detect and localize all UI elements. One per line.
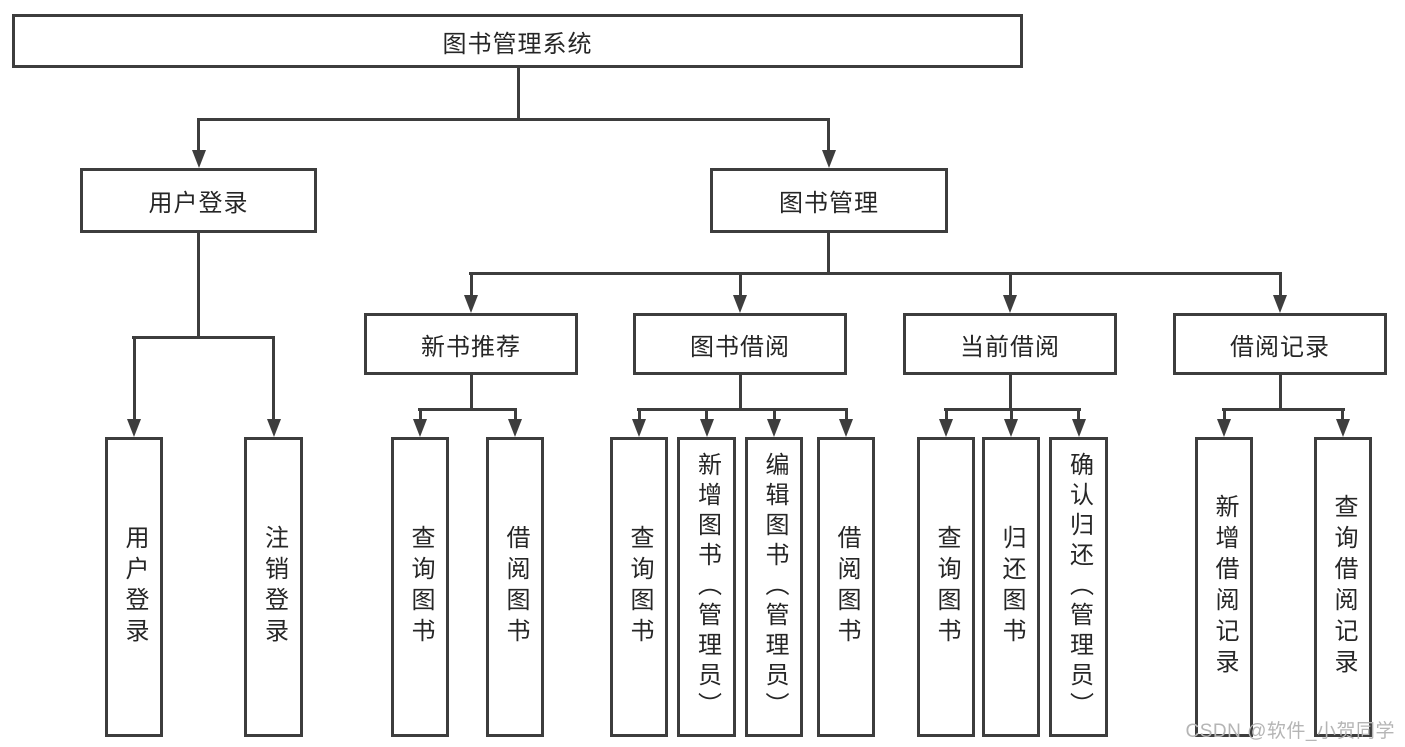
connector-drop-book-mgmt	[827, 118, 830, 156]
connector-book-borrow-stem	[739, 375, 742, 410]
connector-drop-book-borrow	[739, 272, 742, 302]
arrowhead-new-book	[464, 295, 478, 313]
connector-drop-leaf-add-record	[1223, 408, 1226, 425]
connector-drop-leaf-query-record	[1341, 408, 1344, 425]
arrowhead-current-borrow	[1003, 295, 1017, 313]
arrowhead-leaf-borrow1	[508, 419, 522, 437]
leaf-return-book: 归还图书	[982, 437, 1040, 737]
node-borrow-records: 借阅记录	[1173, 313, 1387, 375]
arrowhead-leaf-query-record	[1336, 419, 1350, 437]
connector-book-borrow-bar	[637, 408, 848, 411]
leaf-query-books-2: 查询图书	[610, 437, 668, 737]
arrowhead-book-borrow	[733, 295, 747, 313]
connector-drop-leaf-confirm	[1077, 408, 1080, 425]
arrowhead-user-login	[192, 150, 206, 168]
connector-current-borrow-stem	[1009, 375, 1012, 410]
connector-level2-bar	[197, 118, 830, 121]
leaf-query-books-3: 查询图书	[917, 437, 975, 737]
node-new-book-rec: 新书推荐	[364, 313, 578, 375]
node-book-borrow: 图书借阅	[633, 313, 847, 375]
connector-borrow-record-bar	[1222, 408, 1345, 411]
leaf-user-login: 用户登录	[105, 437, 163, 737]
node-user-login: 用户登录	[80, 168, 317, 233]
arrowhead-book-mgmt	[822, 150, 836, 168]
connector-drop-user-login	[197, 118, 200, 156]
leaf-add-borrow-record: 新增借阅记录	[1195, 437, 1253, 737]
connector-drop-leaf-borrow2	[845, 408, 848, 425]
connector-new-book-bar	[418, 408, 517, 411]
connector-drop-current-borrow	[1009, 272, 1012, 302]
arrowhead-leaf-login	[127, 419, 141, 437]
connector-drop-leaf-logout	[272, 336, 275, 426]
arrowhead-borrow-record	[1273, 295, 1287, 313]
connector-drop-leaf-query3	[945, 408, 948, 425]
leaf-borrow-books-2: 借阅图书	[817, 437, 875, 737]
arrowhead-leaf-borrow2	[839, 419, 853, 437]
arrowhead-leaf-confirm	[1072, 419, 1086, 437]
leaf-edit-book-admin: 编辑图书（管理员）	[745, 437, 803, 737]
connector-drop-leaf-query2	[638, 408, 641, 425]
arrowhead-leaf-return	[1004, 419, 1018, 437]
arrowhead-leaf-logout	[267, 419, 281, 437]
connector-drop-leaf-query1	[419, 408, 422, 425]
leaf-query-books-1: 查询图书	[391, 437, 449, 737]
watermark: CSDN @软件_小贺同学	[1185, 721, 1395, 742]
connector-root-stem	[517, 68, 520, 118]
connector-borrow-record-stem	[1279, 375, 1282, 410]
connector-drop-borrow-record	[1279, 272, 1282, 302]
node-current-borrow: 当前借阅	[903, 313, 1117, 375]
connector-book-mgmt-stem	[827, 233, 830, 274]
leaf-borrow-books-1: 借阅图书	[486, 437, 544, 737]
leaf-logout: 注销登录	[244, 437, 303, 737]
node-root: 图书管理系统	[12, 14, 1023, 68]
node-book-mgmt: 图书管理	[710, 168, 948, 233]
connector-drop-leaf-return	[1010, 408, 1013, 425]
connector-user-login-bar	[132, 336, 275, 339]
connector-drop-leaf-add-book	[705, 408, 708, 425]
arrowhead-leaf-query3	[939, 419, 953, 437]
leaf-query-borrow-record: 查询借阅记录	[1314, 437, 1372, 737]
connector-new-book-stem	[470, 375, 473, 410]
connector-level3-bar	[469, 272, 1282, 275]
connector-user-login-stem	[197, 233, 200, 338]
leaf-confirm-return-admin: 确认归还（管理员）	[1049, 437, 1108, 737]
connector-drop-new-book	[470, 272, 473, 302]
arrowhead-leaf-add-record	[1217, 419, 1231, 437]
arrowhead-leaf-query2	[632, 419, 646, 437]
arrowhead-leaf-add-book	[700, 419, 714, 437]
arrowhead-leaf-query1	[413, 419, 427, 437]
leaf-add-book-admin: 新增图书（管理员）	[677, 437, 736, 737]
arrowhead-leaf-edit-book	[767, 419, 781, 437]
connector-drop-leaf-login	[133, 336, 136, 426]
connector-drop-leaf-edit-book	[773, 408, 776, 425]
connector-drop-leaf-borrow1	[514, 408, 517, 425]
